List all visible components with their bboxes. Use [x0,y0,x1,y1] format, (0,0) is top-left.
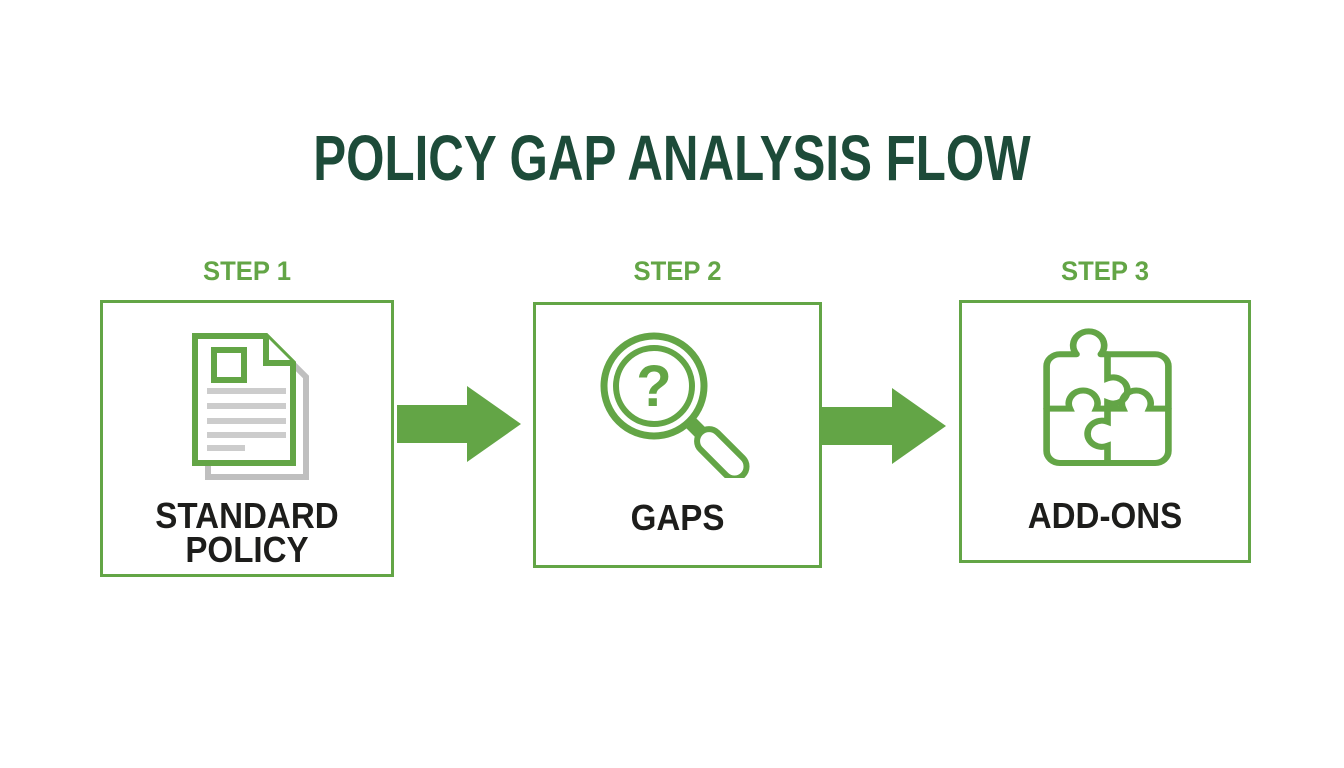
step-1-label: STANDARD POLICY [155,495,339,570]
step-3-label: ADD-ONS [1027,495,1183,536]
step-2-header: STEP 2 [633,256,722,286]
step-1-header: STEP 1 [203,256,291,286]
magnifier-question-icon: ? [600,332,750,478]
puzzle-icon [1043,328,1172,466]
step-1-box: STANDARD POLICY [100,300,394,577]
step-3-header: STEP 3 [1061,256,1149,286]
step-2-label: GAPS [630,497,725,538]
right-arrow-icon [822,388,946,464]
step-2-box: ? GAPS [533,302,822,568]
right-arrow-icon [397,386,521,462]
diagram-title: POLICY GAP ANALYSIS FLOW [313,122,1031,194]
question-mark-glyph: ? [636,354,671,419]
step-3-box: ADD-ONS [959,300,1251,563]
document-icon [192,333,309,480]
